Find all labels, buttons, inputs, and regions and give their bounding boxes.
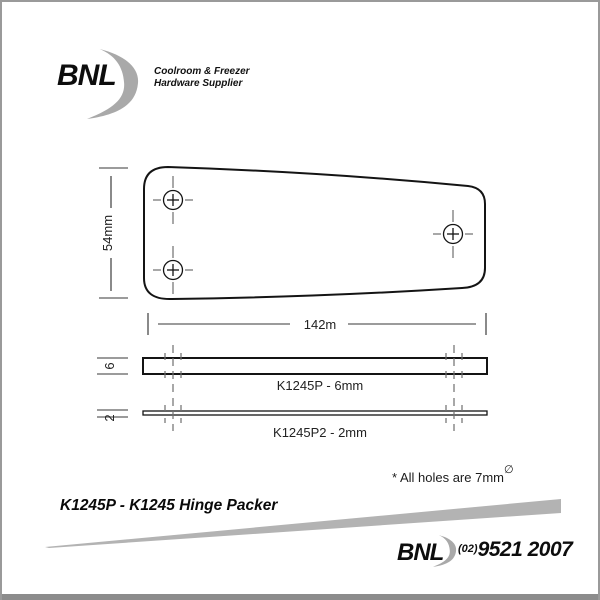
divider-swoosh xyxy=(45,499,561,548)
plate-top-view xyxy=(143,165,486,301)
side-view-6mm-label: K1245P - 6mm xyxy=(277,378,363,393)
holes-note-text: * All holes are 7mm xyxy=(392,470,504,485)
footer-logo-swoosh-icon xyxy=(433,535,457,567)
tagline-line1: Coolroom & Freezer xyxy=(154,66,250,77)
phone-area-code: (02) xyxy=(458,543,478,555)
bnl-logo-text: BNL xyxy=(57,59,117,92)
document-title: K1245P - K1245 Hinge Packer xyxy=(60,497,278,514)
phone-number: (02)9521 2007 xyxy=(458,538,573,562)
page-bottom-edge xyxy=(2,594,598,600)
footer-bnl-logo-text: BNL xyxy=(397,539,444,566)
hole-bottom-left xyxy=(153,246,193,294)
hole-right xyxy=(433,210,473,258)
thickness-6-label: 6 xyxy=(102,362,117,369)
phone-number-digits: 9521 2007 xyxy=(477,538,573,561)
side-view-2mm-label: K1245P2 - 2mm xyxy=(273,425,367,440)
width-dimension-label: 142m xyxy=(304,317,337,332)
height-dimension-label: 54mm xyxy=(100,215,115,251)
diameter-icon: ∅ xyxy=(504,464,514,476)
side-view-2mm: 2 K1245P2 - 2mm xyxy=(97,398,488,440)
holes-note: * All holes are 7mm∅ xyxy=(392,464,514,485)
side-view-6mm: 6 K1245P - 6mm xyxy=(97,345,488,393)
height-dimension: 54mm xyxy=(99,167,128,299)
thickness-2-label: 2 xyxy=(102,414,117,421)
hole-top-left xyxy=(153,176,193,224)
width-dimension: 142m xyxy=(147,313,487,335)
logo-tagline: Coolroom & Freezer Hardware Supplier xyxy=(154,66,250,89)
logo-swoosh-icon xyxy=(86,49,139,119)
tagline-line2: Hardware Supplier xyxy=(154,77,243,89)
